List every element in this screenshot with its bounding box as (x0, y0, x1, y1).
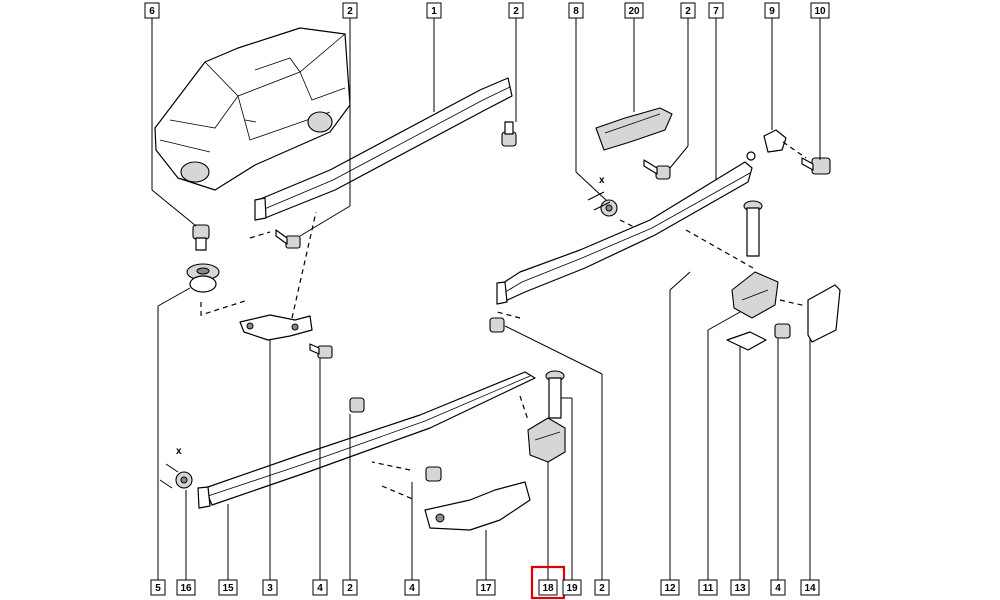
bolt-part-2-top-mid (501, 121, 517, 147)
svg-text:6: 6 (149, 6, 155, 17)
spring-clip-part-13 (726, 331, 767, 351)
dimension-mark-right: x (587, 175, 611, 211)
callout-box-top-10[interactable]: 10 (810, 2, 830, 19)
roller-pin-part-19 (545, 370, 565, 419)
callout-box-top-20[interactable]: 20 (624, 2, 644, 19)
callout-box-bottom-13[interactable]: 13 (730, 579, 750, 596)
roller-pin-part-12 (743, 200, 763, 257)
svg-text:18: 18 (542, 583, 554, 594)
bolt-part-2-lower (349, 397, 365, 413)
callout-box-bottom-4a[interactable]: 4 (312, 579, 328, 596)
svg-text:2: 2 (599, 583, 605, 594)
x-label-left: x (176, 446, 182, 457)
svg-text:1: 1 (431, 6, 437, 17)
callout-box-bottom-17[interactable]: 17 (476, 579, 496, 596)
bolt-part-4-lower (425, 466, 442, 482)
callout-box-bottom-11[interactable]: 11 (698, 579, 718, 596)
svg-text:16: 16 (180, 583, 192, 594)
callout-box-top-7[interactable]: 7 (708, 2, 724, 19)
callout-box-top-9[interactable]: 9 (764, 2, 780, 19)
vehicle-illustration (154, 27, 351, 191)
dimension-mark-left: x (159, 446, 182, 489)
stud-part-6 (192, 224, 210, 251)
callout-box-top-2c[interactable]: 2 (680, 2, 696, 19)
bolt-part-2-rail7 (489, 317, 505, 333)
svg-text:8: 8 (573, 6, 579, 17)
bolt-part-2-top-right (643, 159, 671, 180)
bracket-part-20 (595, 107, 673, 151)
callout-box-bottom-15[interactable]: 15 (218, 579, 238, 596)
callout-box-bottom-16[interactable]: 16 (176, 579, 196, 596)
svg-text:10: 10 (814, 6, 826, 17)
callout-box-bottom-3[interactable]: 3 (262, 579, 278, 596)
callout-box-bottom-5[interactable]: 5 (150, 579, 166, 596)
callout-box-bottom-12[interactable]: 12 (660, 579, 680, 596)
bolt-part-4-right (774, 323, 791, 339)
bracket-part-17 (424, 481, 531, 531)
callout-box-bottom-2a[interactable]: 2 (342, 579, 358, 596)
svg-text:2: 2 (685, 6, 691, 17)
svg-text:2: 2 (513, 6, 519, 17)
svg-text:2: 2 (347, 583, 353, 594)
front-rail-part-1 (254, 77, 513, 221)
svg-text:13: 13 (734, 583, 746, 594)
callout-box-bottom-2b[interactable]: 2 (594, 579, 610, 596)
bracket-part-3 (239, 314, 313, 341)
callout-box-bottom-4c[interactable]: 4 (770, 579, 786, 596)
callout-box-top-2a[interactable]: 2 (342, 2, 358, 19)
middle-rail-part-7 (496, 151, 756, 305)
callout-box-top-2b[interactable]: 2 (508, 2, 524, 19)
svg-text:19: 19 (566, 583, 578, 594)
bolt-part-10 (801, 157, 831, 175)
svg-text:7: 7 (713, 6, 719, 17)
svg-text:4: 4 (775, 583, 781, 594)
svg-text:4: 4 (409, 583, 415, 594)
bolt-part-2-top-left (275, 229, 301, 249)
svg-text:3: 3 (267, 583, 273, 594)
roller-carriage-part-18 (527, 417, 566, 463)
svg-text:12: 12 (664, 583, 676, 594)
lower-rail-part-15 (197, 371, 536, 509)
callout-box-top-6[interactable]: 6 (144, 2, 160, 19)
bolt-part-4-top (309, 343, 333, 359)
callout-box-bottom-4b[interactable]: 4 (404, 579, 420, 596)
callout-box-bottom-14[interactable]: 14 (800, 579, 820, 596)
svg-text:2: 2 (347, 6, 353, 17)
leader-lines (151, 18, 821, 580)
bracket-part-14 (807, 284, 841, 343)
grommet-part-5 (186, 263, 220, 293)
clip-part-9 (763, 129, 787, 153)
svg-text:17: 17 (480, 583, 492, 594)
svg-text:11: 11 (703, 583, 714, 594)
callout-box-top-8[interactable]: 8 (568, 2, 584, 19)
assembly-lines (200, 141, 807, 501)
svg-text:15: 15 (222, 583, 234, 594)
callout-box-bottom-19[interactable]: 19 (562, 579, 582, 596)
roller-carriage-part-11 (731, 271, 779, 319)
svg-text:9: 9 (769, 6, 775, 17)
callout-box-top-1[interactable]: 1 (426, 2, 442, 19)
svg-text:5: 5 (155, 583, 161, 594)
svg-text:4: 4 (317, 583, 323, 594)
x-label-right: x (599, 175, 605, 186)
nut-part-16 (175, 471, 193, 489)
svg-text:20: 20 (628, 6, 640, 17)
svg-text:14: 14 (804, 583, 816, 594)
